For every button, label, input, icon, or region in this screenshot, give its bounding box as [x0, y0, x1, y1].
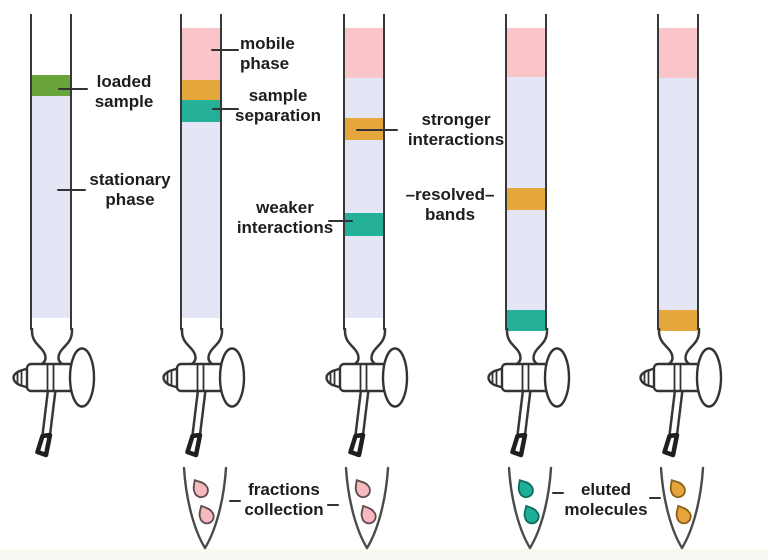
column-1-glass: [30, 14, 72, 330]
weaker-interactions-band: [345, 213, 383, 236]
label-weaker-interactions: weaker interactions: [236, 198, 334, 237]
dash-fractions-left: [229, 500, 241, 503]
fraction-tube-2: [341, 466, 393, 554]
droplet: [523, 504, 540, 525]
label-loaded-sample: loaded sample: [94, 72, 154, 111]
label-eluted-molecules: eluted molecules: [564, 480, 648, 519]
connector-mobile-phase: [211, 49, 239, 52]
droplet: [669, 479, 686, 499]
dash-fractions-right: [327, 504, 339, 507]
label-stationary-phase: stationary phase: [89, 170, 171, 209]
connector-loaded-sample: [58, 88, 88, 91]
label-fractions-collection: fractions collection: [244, 480, 324, 519]
droplet: [517, 479, 534, 499]
stationary-phase-fill: [345, 140, 383, 213]
stationary-phase-fill: [507, 77, 545, 188]
droplet: [192, 479, 209, 499]
stationary-phase-fill: [182, 122, 220, 318]
droplet: [675, 504, 692, 525]
stationary-phase-fill: [345, 236, 383, 318]
label-sample-separation: sample separation: [235, 86, 321, 125]
stationary-phase-fill: [659, 78, 697, 310]
connector-weaker-interactions: [328, 220, 353, 223]
connector-stationary-phase: [57, 189, 86, 192]
orange-sample-band: [182, 80, 220, 100]
column-2-glass: [180, 14, 222, 330]
stationary-phase-fill: [345, 78, 383, 118]
eluate-tube-orange: [656, 466, 708, 554]
column-4-stopcock: [477, 328, 577, 470]
resolved-teal-band: [507, 310, 545, 331]
column-2-stopcock: [152, 328, 252, 470]
mobile-phase-band: [182, 28, 220, 80]
droplet: [198, 504, 215, 525]
stationary-phase-fill: [32, 96, 70, 318]
column-1-stopcock: [2, 328, 102, 470]
droplet: [354, 479, 371, 499]
mobile-phase-band: [345, 28, 383, 78]
label-stronger-interactions: stronger interactions: [407, 110, 505, 149]
dash-eluted-right: [649, 497, 661, 500]
label-resolved-bands: –resolved– bands: [405, 185, 495, 224]
column-5-glass: [657, 14, 699, 331]
resolved-orange-band: [507, 188, 545, 210]
eluting-orange-band: [659, 310, 697, 331]
label-mobile-phase: mobile phase: [240, 34, 295, 73]
mobile-phase-band: [659, 28, 697, 78]
loaded-sample-band: [32, 75, 70, 96]
eluate-tube-teal: [504, 466, 556, 554]
stationary-phase-fill: [507, 210, 545, 310]
teal-sample-band: [182, 100, 220, 122]
dash-eluted-left: [552, 492, 564, 495]
column-3-glass: [343, 14, 385, 330]
droplet: [360, 504, 377, 525]
connector-stronger-interactions: [356, 129, 398, 132]
column-4-glass: [505, 14, 547, 331]
connector-sample-separation: [212, 108, 239, 111]
mobile-phase-band: [507, 28, 545, 77]
column-5-stopcock: [629, 328, 729, 470]
column-3-stopcock: [315, 328, 415, 470]
bench-shadow: [0, 549, 768, 560]
fraction-tube-1: [179, 466, 231, 554]
